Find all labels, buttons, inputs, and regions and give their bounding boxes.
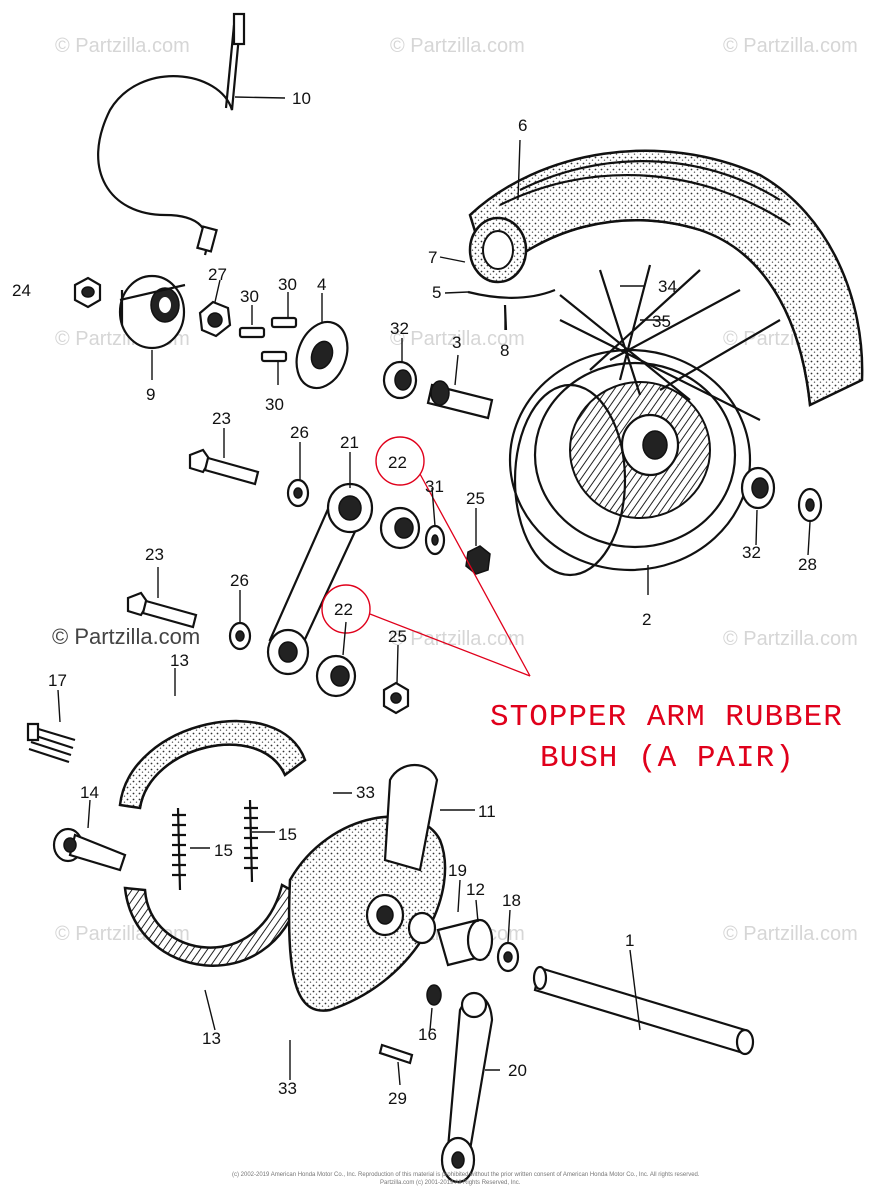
callout-32-right: 32 — [742, 543, 761, 562]
callout-10: 10 — [292, 89, 311, 108]
watermark: © Partzilla.com — [390, 328, 525, 350]
watermark: © Partzilla.com — [390, 628, 525, 650]
callout-21: 21 — [340, 433, 359, 452]
callout-4: 4 — [317, 275, 326, 294]
callout-8: 8 — [500, 341, 509, 360]
rubber-bush-22-upper — [379, 506, 421, 550]
callout-30-c: 30 — [265, 395, 284, 414]
brake-spring-right — [244, 799, 258, 883]
callout-25-upper: 25 — [466, 489, 485, 508]
rubber-bush-22-lower — [315, 654, 357, 698]
axle-spacer-3 — [426, 380, 494, 420]
callout-26-lower: 26 — [230, 571, 249, 590]
callout-33-lower: 33 — [278, 1079, 297, 1098]
callout-16: 16 — [418, 1025, 437, 1044]
stopper-arm-21 — [266, 482, 374, 676]
rear-tire — [468, 149, 864, 407]
nut-16 — [426, 984, 442, 1006]
callout-23-upper: 23 — [212, 409, 231, 428]
watermark: © Partzilla.com — [723, 628, 858, 650]
speedometer-cable — [97, 12, 246, 256]
callout-12: 12 — [466, 880, 485, 899]
callout-13-upper: 13 — [170, 651, 189, 670]
callout-9: 9 — [146, 385, 155, 404]
callout-28: 28 — [798, 555, 817, 574]
callout-30-b: 30 — [240, 287, 259, 306]
nut-24 — [73, 276, 102, 309]
callout-2: 2 — [642, 610, 651, 629]
callout-29: 29 — [388, 1089, 407, 1108]
axle-1 — [532, 965, 755, 1056]
callout-35: 35 — [652, 312, 671, 331]
bolt-23-upper — [188, 448, 260, 486]
callout-11: 11 — [478, 802, 496, 821]
washer-28 — [797, 487, 823, 523]
brake-spring-left — [172, 807, 186, 891]
washer-26-upper — [286, 478, 310, 508]
brake-panel-11 — [287, 764, 447, 1012]
callout-19: 19 — [448, 861, 467, 880]
nut-27 — [198, 300, 232, 338]
bolt-29 — [378, 1043, 414, 1065]
watermark-dark: © Partzilla.com — [52, 624, 200, 649]
callout-1: 1 — [625, 931, 634, 950]
watermark: © Partzilla.com — [55, 35, 190, 57]
callout-20: 20 — [508, 1061, 527, 1080]
callout-14: 14 — [80, 783, 99, 802]
callout-17: 17 — [48, 671, 67, 690]
footer-copyright: (c) 2002-2019 American Honda Motor Co., … — [232, 1172, 700, 1178]
leader-lines — [57, 96, 811, 1086]
annotation-line-2: BUSH (A PAIR) — [540, 741, 795, 776]
washer-31 — [424, 524, 446, 556]
callout-26-upper: 26 — [290, 423, 309, 442]
callout-22-upper: 22 — [388, 453, 407, 472]
callout-23-lower: 23 — [145, 545, 164, 564]
callout-31: 31 — [425, 477, 444, 496]
callout-15-left: 15 — [214, 841, 233, 860]
washer-26-lower — [228, 621, 252, 651]
callout-numbers: 10 6 7 5 8 34 35 24 27 30 30 30 4 9 32 3… — [12, 89, 817, 1108]
callout-6: 6 — [518, 116, 527, 135]
rim-band — [467, 288, 556, 331]
nut-25-upper — [465, 545, 491, 575]
callout-24: 24 — [12, 281, 31, 300]
callout-22-lower: 22 — [334, 600, 353, 619]
watermark: © Partzilla.com — [390, 35, 525, 57]
brake-arm-20 — [440, 991, 494, 1184]
footer-copyright-2: Partzilla.com (c) 2001-2019 All Rights R… — [380, 1180, 521, 1186]
wheel-hub — [508, 348, 752, 577]
gear-retainer-4 — [295, 320, 349, 390]
callout-15-right: 15 — [278, 825, 297, 844]
callout-32-left: 32 — [390, 319, 409, 338]
callout-3: 3 — [452, 333, 461, 352]
spring-17 — [26, 722, 76, 764]
screws-30 — [238, 316, 298, 363]
highlight-annotation — [321, 436, 531, 677]
callout-25-lower: 25 — [388, 627, 407, 646]
brake-shoe-upper — [118, 719, 307, 810]
callout-30-a: 30 — [278, 275, 297, 294]
callout-34: 34 — [658, 277, 677, 296]
callout-27: 27 — [208, 265, 227, 284]
callout-33-upper: 33 — [356, 783, 375, 802]
bearing-32-left — [382, 360, 418, 400]
bearing-32-right — [740, 466, 776, 510]
speedometer-gearbox — [118, 274, 186, 350]
collar-12 — [436, 918, 494, 967]
annotation-line-1: STOPPER ARM RUBBER — [490, 700, 843, 735]
brake-shoe-lower — [123, 883, 302, 967]
bolt-23-lower — [126, 591, 198, 629]
watermark: © Partzilla.com — [723, 35, 858, 57]
washer-18 — [496, 941, 520, 973]
callout-13-lower: 13 — [202, 1029, 221, 1048]
watermark: © Partzilla.com — [723, 923, 858, 945]
nut-25-lower — [382, 681, 410, 715]
callout-18: 18 — [502, 891, 521, 910]
callout-5: 5 — [432, 283, 441, 302]
brake-cam-14 — [52, 827, 127, 872]
callout-7: 7 — [428, 248, 437, 267]
